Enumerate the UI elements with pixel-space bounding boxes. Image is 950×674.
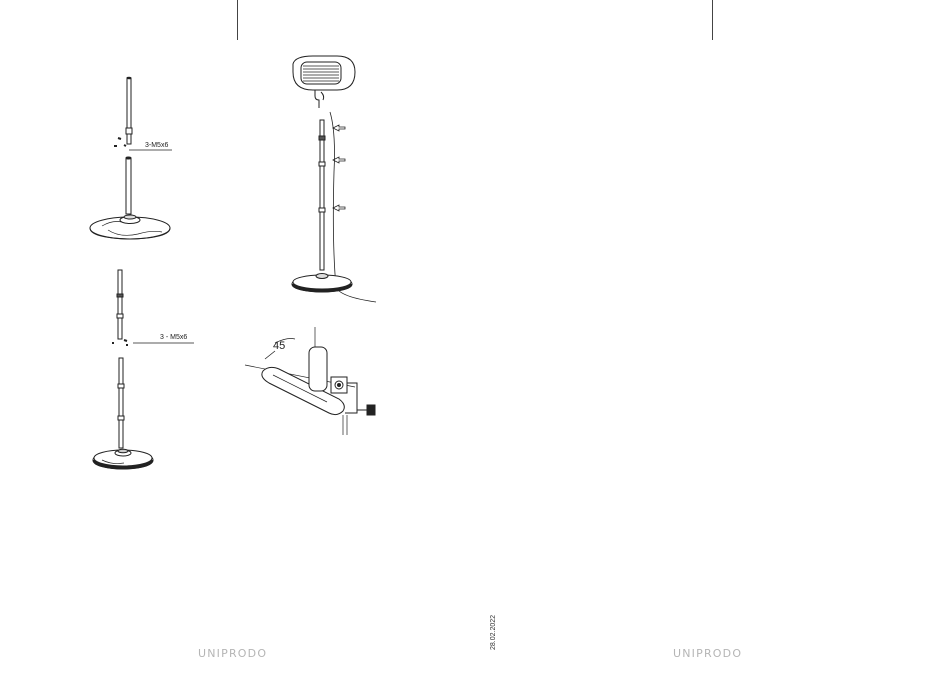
brand-logo-left: UNIPRODO	[198, 647, 267, 660]
assembly-figure-1	[80, 70, 190, 250]
page-divider-left	[237, 0, 238, 40]
angle-label: 45	[273, 340, 285, 352]
page-divider-right	[712, 0, 713, 40]
screw-label-1: 3-M5x6	[145, 142, 168, 149]
assembly-figure-2	[88, 266, 198, 481]
screw-label-2: 3 - M5x6	[160, 334, 187, 341]
tilt-angle-figure	[245, 325, 385, 440]
assembled-heater-figure	[285, 52, 385, 307]
brand-logo-right: UNIPRODO	[673, 647, 742, 660]
document-date: 28.02.2022	[490, 615, 497, 650]
